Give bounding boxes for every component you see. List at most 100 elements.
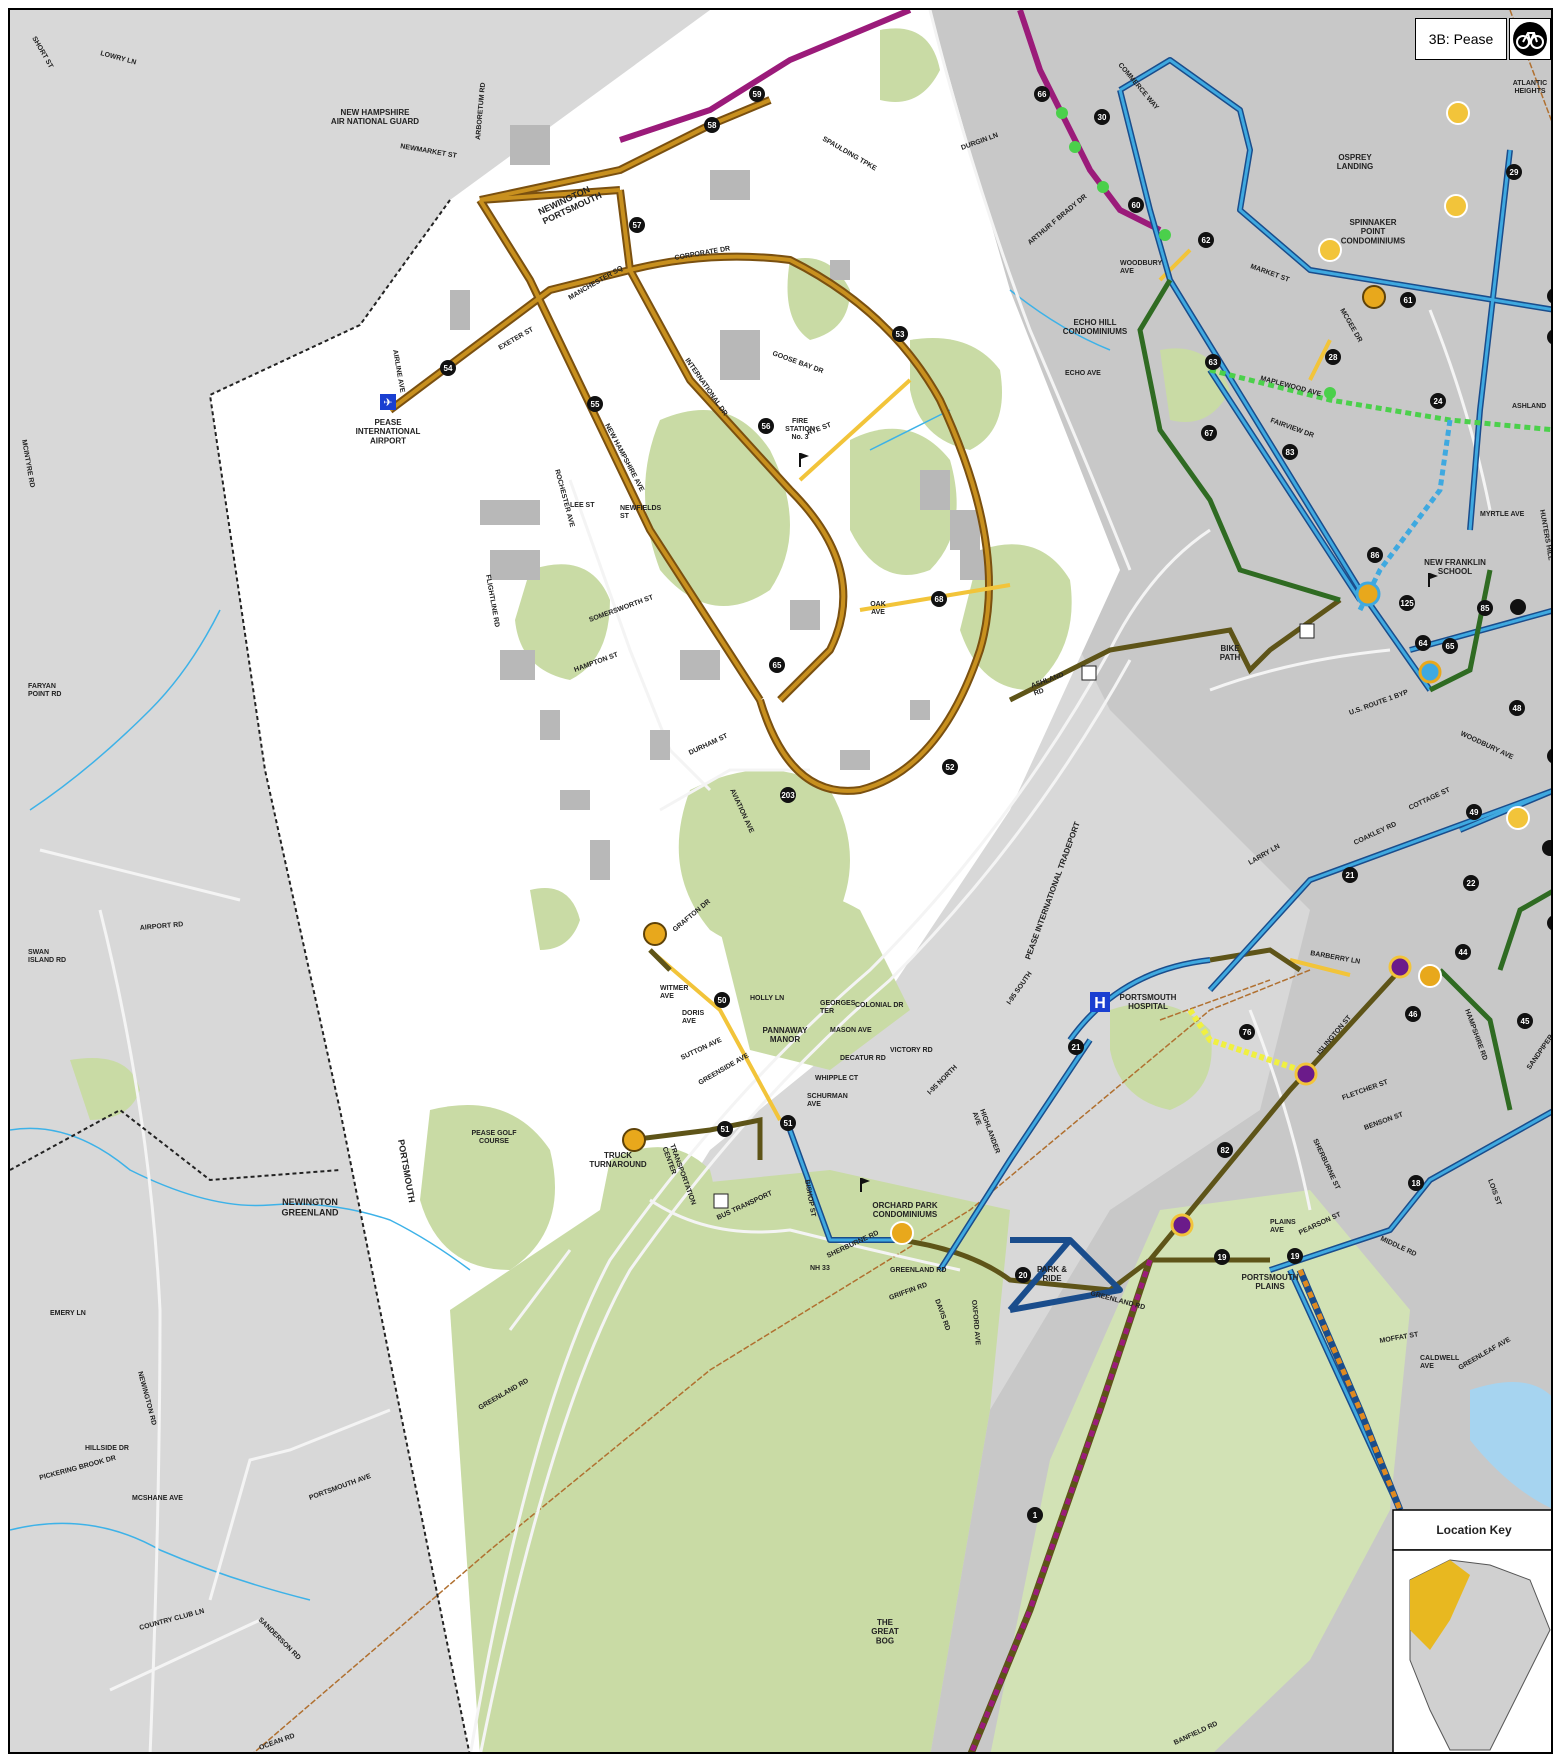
svg-text:NH 33: NH 33 bbox=[810, 1265, 830, 1272]
buildings bbox=[450, 125, 990, 880]
map-title: 3B: Pease bbox=[1428, 31, 1494, 47]
svg-text:203: 203 bbox=[781, 791, 795, 800]
stop-markers[interactable] bbox=[440, 86, 1553, 1523]
stop-83 bbox=[1282, 444, 1298, 460]
svg-text:21: 21 bbox=[1346, 871, 1355, 880]
svg-text:55: 55 bbox=[591, 400, 600, 409]
stop-57 bbox=[629, 217, 645, 233]
traffic-signal-icon bbox=[1362, 285, 1386, 309]
map-canvas[interactable]: 59 58 57 53 55 54 56 68 65 52 203 50 51 … bbox=[10, 10, 1553, 1754]
green-stop-dots bbox=[1056, 107, 1336, 399]
route-yellow-dashed[interactable] bbox=[1187, 1008, 1301, 1073]
stop-49 bbox=[1466, 804, 1482, 820]
stop-55 bbox=[587, 396, 603, 412]
stop-45 bbox=[1517, 1013, 1533, 1029]
svg-text:EMERY LN: EMERY LN bbox=[50, 1310, 86, 1317]
stop-50 bbox=[714, 992, 730, 1008]
transfer-purple-icon bbox=[1294, 1062, 1318, 1086]
svg-text:44: 44 bbox=[1459, 948, 1468, 957]
route-magenta[interactable] bbox=[619, 10, 912, 143]
school-bus-icon bbox=[1446, 101, 1470, 125]
map-frame[interactable]: 59 58 57 53 55 54 56 68 65 52 203 50 51 … bbox=[8, 8, 1553, 1754]
svg-text:28: 28 bbox=[1329, 353, 1338, 362]
svg-text:ASHLAND: ASHLAND bbox=[1512, 403, 1546, 410]
stop-52 bbox=[942, 759, 958, 775]
stop-66 bbox=[1034, 86, 1050, 102]
stop-31 bbox=[1547, 289, 1551, 303]
svg-text:OXFORD AVE: OXFORD AVE bbox=[970, 1300, 981, 1346]
school-bus-icon bbox=[1506, 806, 1530, 830]
svg-text:ECHO AVE: ECHO AVE bbox=[1065, 370, 1101, 377]
svg-text:58: 58 bbox=[708, 121, 717, 130]
svg-text:63: 63 bbox=[1209, 358, 1218, 367]
stop-61 bbox=[1400, 292, 1416, 308]
pease-boundary-line bbox=[208, 199, 471, 1752]
green-areas bbox=[70, 28, 1410, 1752]
route-pease-loop-inner bbox=[388, 98, 991, 793]
svg-text:65: 65 bbox=[1446, 642, 1455, 651]
stop-58 bbox=[704, 117, 720, 133]
svg-text:30: 30 bbox=[1098, 113, 1107, 122]
transfer-icon bbox=[1418, 660, 1442, 684]
svg-text:85: 85 bbox=[1481, 604, 1490, 613]
stop-20 bbox=[1015, 1267, 1031, 1283]
svg-text:29: 29 bbox=[1510, 168, 1519, 177]
svg-text:68: 68 bbox=[935, 595, 944, 604]
stop-22 bbox=[1463, 875, 1479, 891]
traffic-signal-icons[interactable] bbox=[622, 101, 1530, 1245]
svg-text:22: 22 bbox=[1467, 879, 1476, 888]
svg-text:24: 24 bbox=[1434, 397, 1443, 406]
svg-text:46: 46 bbox=[1409, 1010, 1418, 1019]
stop-59 bbox=[749, 86, 765, 102]
stop-64 bbox=[1415, 635, 1431, 651]
stop-76 bbox=[1239, 1024, 1255, 1040]
svg-text:64: 64 bbox=[1419, 639, 1428, 648]
bicycle-icon bbox=[1509, 18, 1551, 60]
airport-icon: ✈ bbox=[380, 394, 396, 410]
route-green[interactable] bbox=[1137, 278, 1553, 1111]
svg-text:21: 21 bbox=[1072, 1043, 1081, 1052]
svg-text:65: 65 bbox=[773, 661, 782, 670]
location-key-inset[interactable]: Location Key bbox=[1392, 1509, 1553, 1754]
route-yellow[interactable] bbox=[648, 248, 1351, 1121]
stop-203 bbox=[780, 787, 796, 803]
stop-29 bbox=[1506, 164, 1522, 180]
svg-text:62: 62 bbox=[1202, 236, 1211, 245]
stop-30 bbox=[1094, 109, 1110, 125]
svg-text:HILLSIDE DR: HILLSIDE DR bbox=[85, 1445, 129, 1452]
stop-21a bbox=[1342, 867, 1358, 883]
stop-18 bbox=[1408, 1175, 1424, 1191]
svg-text:61: 61 bbox=[1404, 296, 1413, 305]
svg-text:66: 66 bbox=[1038, 90, 1047, 99]
svg-text:DECATUR RD: DECATUR RD bbox=[840, 1055, 886, 1062]
svg-text:56: 56 bbox=[762, 422, 771, 431]
stop-19b bbox=[1287, 1248, 1303, 1264]
route-striped-southeast-dash bbox=[1297, 1269, 1403, 1511]
route-olive[interactable] bbox=[629, 597, 1402, 1293]
svg-text:54: 54 bbox=[444, 364, 453, 373]
svg-text:H: H bbox=[1094, 995, 1106, 1012]
stop-1 bbox=[1027, 1507, 1043, 1523]
svg-text:59: 59 bbox=[753, 90, 762, 99]
route-green-dashed[interactable] bbox=[1209, 367, 1553, 433]
svg-text:MASON AVE: MASON AVE bbox=[830, 1027, 872, 1034]
school-bus-icon bbox=[1318, 238, 1342, 262]
stop-47 bbox=[1510, 599, 1526, 615]
svg-text:20: 20 bbox=[1019, 1271, 1028, 1280]
great-bay-water bbox=[1470, 1382, 1551, 1509]
svg-text:1: 1 bbox=[1033, 1511, 1038, 1520]
svg-text:48: 48 bbox=[1513, 704, 1522, 713]
flag-icon bbox=[799, 453, 1438, 1192]
